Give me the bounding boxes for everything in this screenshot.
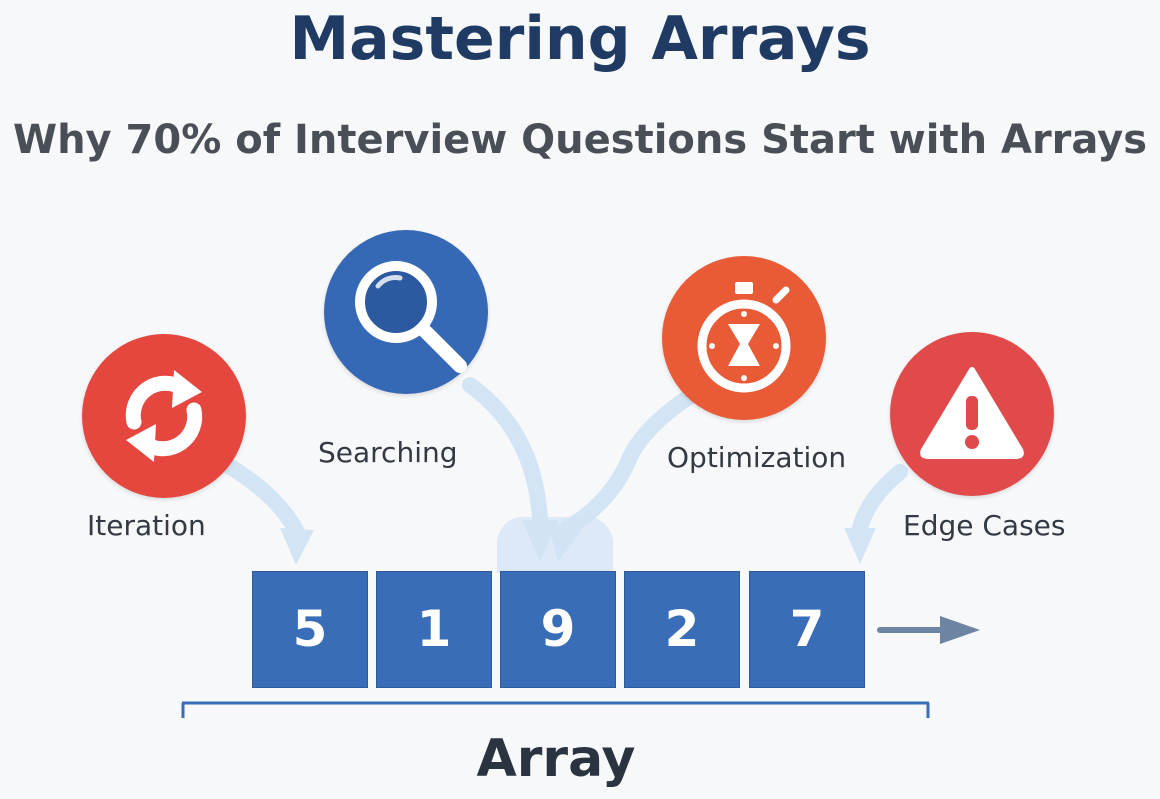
optimization-circle — [662, 256, 826, 420]
searching-label: Searching — [318, 436, 458, 469]
edge-cases-circle — [890, 332, 1054, 496]
edge-cases-connector — [852, 464, 908, 536]
iteration-connector — [214, 454, 304, 538]
array-cell: 7 — [749, 571, 865, 688]
magnifier-icon — [355, 261, 467, 373]
optimization-label: Optimization — [667, 441, 847, 474]
iteration-arrowhead — [280, 528, 314, 565]
array-cell: 1 — [376, 571, 492, 688]
subtitle: Why 70% of Interview Questions Start wit… — [12, 117, 1148, 163]
array-cell: 5 — [252, 571, 368, 688]
array-cell: 9 — [500, 571, 616, 688]
array-label: Array — [476, 729, 636, 789]
iteration-circle — [82, 334, 246, 498]
stopwatch-icon — [697, 282, 791, 393]
searching-circle — [324, 230, 488, 394]
title: Mastering Arrays — [289, 4, 871, 74]
array-cell: 2 — [624, 571, 740, 688]
highlight-cap — [497, 517, 613, 573]
edge-cases-label: Edge Cases — [903, 509, 1066, 542]
refresh-icon — [125, 370, 203, 462]
iteration-label: Iteration — [87, 509, 206, 542]
direction-arrow-icon — [877, 616, 980, 644]
edge-cases-arrowhead — [844, 528, 876, 564]
optimization-connector — [559, 388, 698, 536]
warning-icon — [920, 367, 1024, 459]
searching-connector — [462, 377, 548, 528]
